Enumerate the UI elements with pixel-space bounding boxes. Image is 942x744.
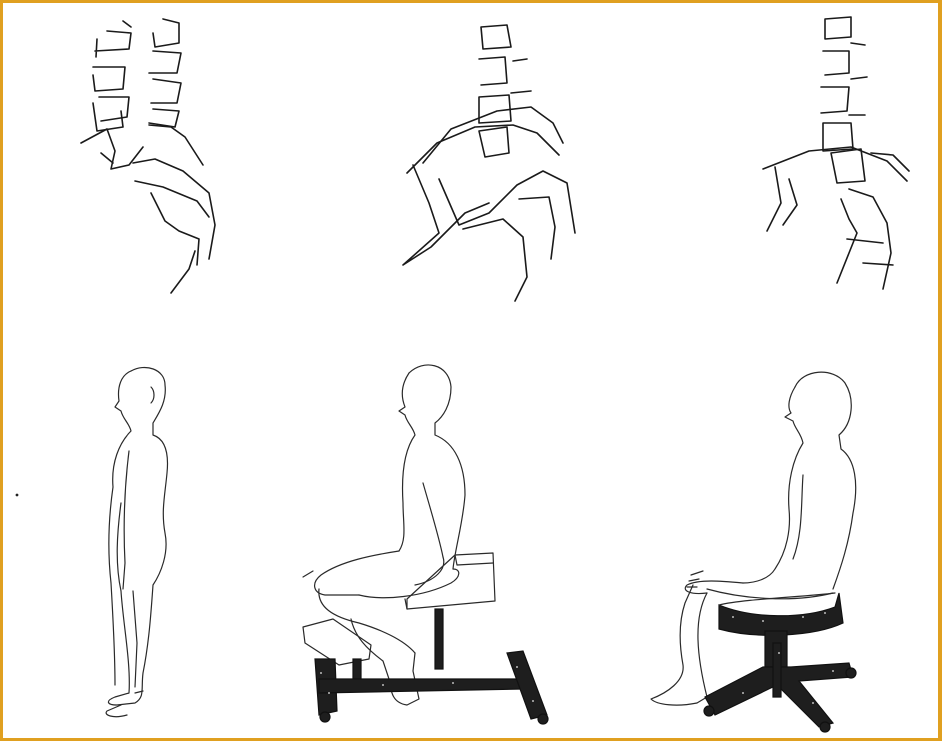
stray-dot [16,494,19,497]
person-office-chair-figure [651,372,856,732]
spine-standing-sketch [81,19,215,293]
spine-conventional-chair-sketch [763,17,909,289]
posture-diagram [3,3,942,744]
person-kneeling-chair-figure [303,365,548,724]
person-standing-figure [106,367,167,716]
spine-kneeling-chair-sketch [403,25,575,301]
